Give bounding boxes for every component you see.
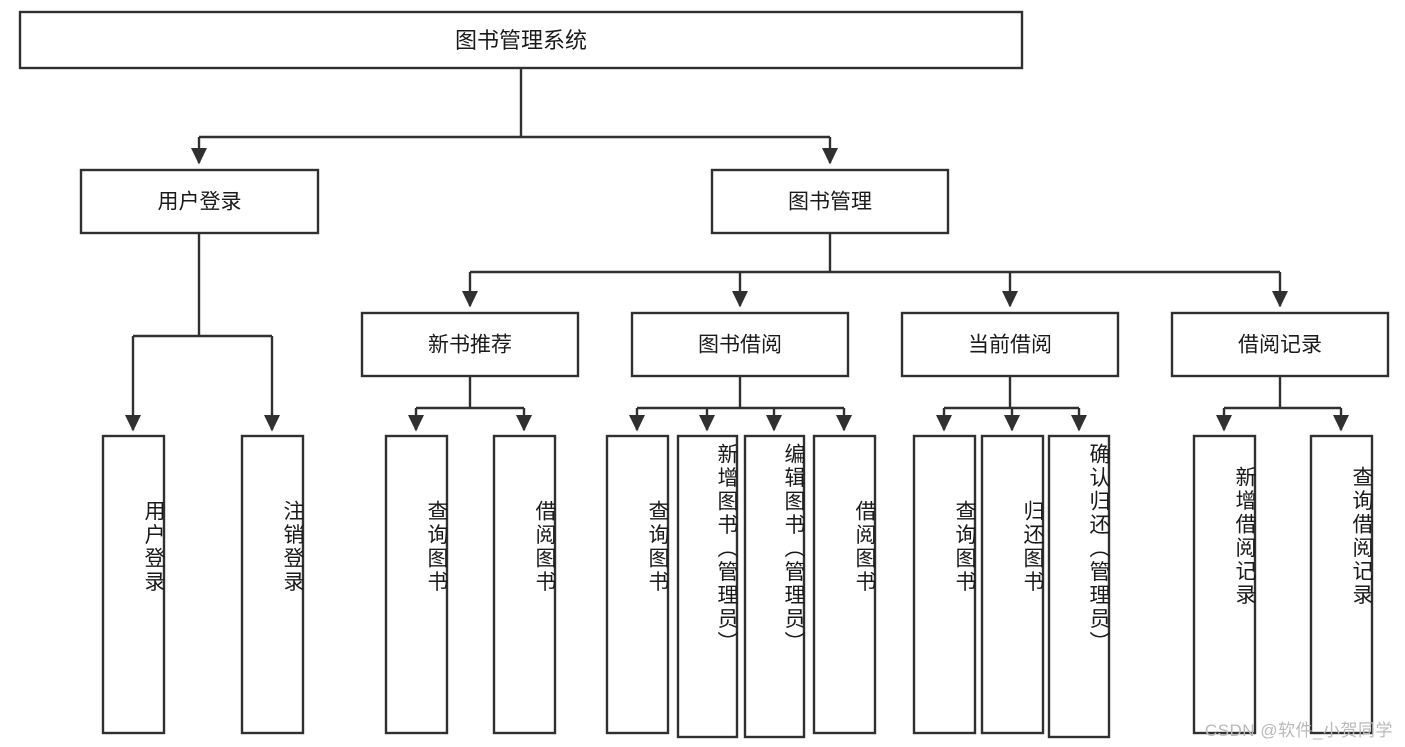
node-book-management-box[interactable]	[710, 168, 950, 235]
leaf-box-logout[interactable]	[240, 434, 305, 735]
leaf-box-edit-book[interactable]	[743, 434, 806, 739]
node-current-borrow-label: 当前借阅	[968, 334, 1052, 357]
node-root-label: 图书管理系统	[455, 28, 587, 53]
node-book-borrow-box[interactable]	[630, 311, 850, 378]
node-user-login-label: 用户登录	[158, 191, 242, 214]
leaf-box-query-book-2[interactable]	[605, 434, 670, 735]
node-book-management-label: 图书管理	[788, 191, 872, 214]
leaf-box-borrow-book-1[interactable]	[492, 434, 557, 735]
node-book-borrow-label: 图书借阅	[698, 334, 782, 357]
node-current-borrow-box[interactable]	[900, 311, 1120, 378]
node-root-box[interactable]	[18, 10, 1024, 70]
node-borrow-record-label: 借阅记录	[1238, 334, 1322, 357]
leaf-box-borrow-book-2[interactable]	[812, 434, 877, 735]
leaf-box-confirm-return[interactable]	[1047, 434, 1111, 739]
node-new-book-recommend-box[interactable]	[360, 311, 580, 378]
node-new-book-recommend-label: 新书推荐	[428, 334, 512, 357]
watermark-text: CSDN @软件_小贺同学	[1204, 721, 1393, 740]
leaf-box-query-book-3[interactable]	[912, 434, 977, 735]
leaf-box-add-record[interactable]	[1192, 434, 1257, 735]
leaf-box-query-book-1[interactable]	[384, 434, 449, 735]
leaf-box-user-login[interactable]	[101, 434, 166, 735]
leaf-box-add-book[interactable]	[676, 434, 739, 739]
leaf-box-return-book[interactable]	[980, 434, 1045, 735]
node-borrow-record-box[interactable]	[1170, 311, 1390, 378]
leaf-box-query-record[interactable]	[1309, 434, 1374, 735]
